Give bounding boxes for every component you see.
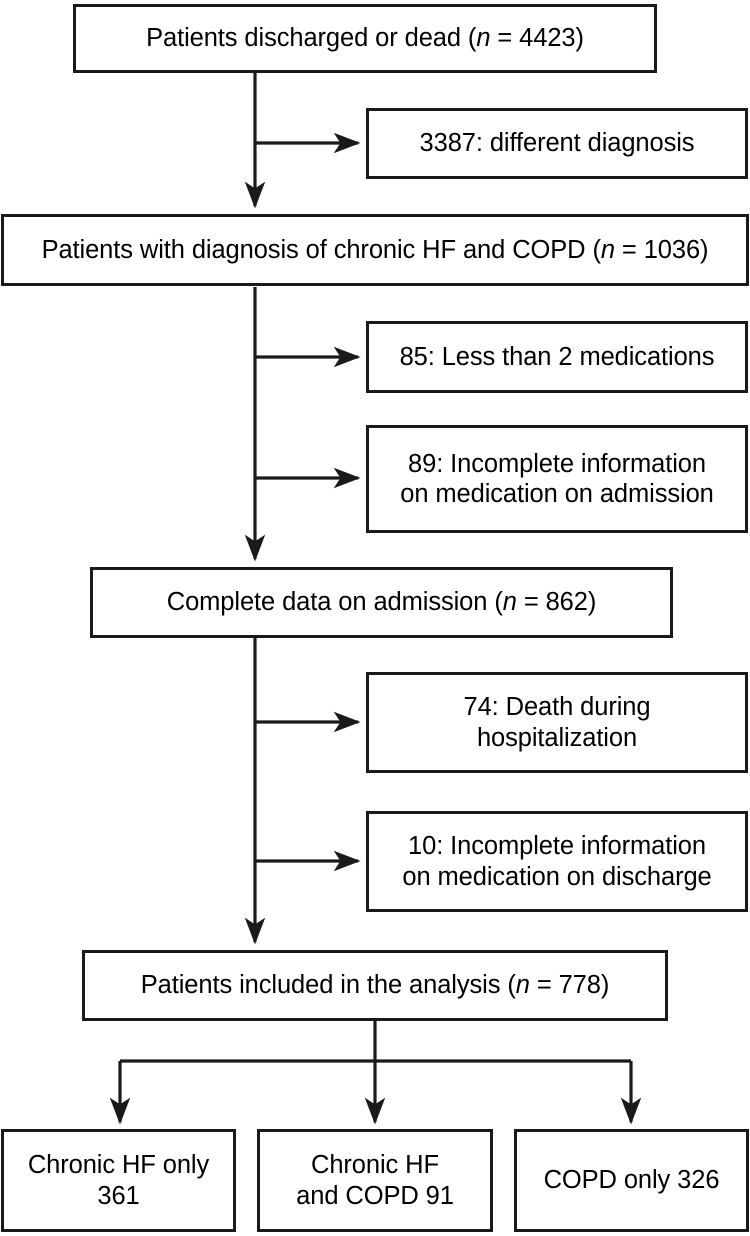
node-death-during-hospitalization[interactable]: 74: Death during hospitalization bbox=[366, 672, 748, 773]
node-label: 3387: different diagnosis bbox=[419, 129, 695, 158]
node-different-diagnosis[interactable]: 3387: different diagnosis bbox=[366, 108, 748, 179]
node-label: Chronic HF and COPD 91 bbox=[296, 1151, 454, 1210]
node-less-than-2-medications[interactable]: 85: Less than 2 medications bbox=[366, 321, 748, 393]
node-label: Patients discharged or dead (n = 4423) bbox=[146, 24, 584, 53]
node-label: 10: Incomplete information on medication… bbox=[402, 832, 712, 891]
node-incomplete-information-admission[interactable]: 89: Incomplete information on medication… bbox=[366, 425, 748, 533]
node-complete-data-on-admission[interactable]: Complete data on admission (n = 862) bbox=[90, 567, 673, 638]
node-label: 85: Less than 2 medications bbox=[399, 342, 715, 371]
node-chronic-hf-only[interactable]: Chronic HF only 361 bbox=[1, 1129, 236, 1232]
node-label: 74: Death during hospitalization bbox=[463, 693, 651, 752]
node-label: 89: Incomplete information on medication… bbox=[400, 449, 714, 508]
node-label: Patients included in the analysis (n = 7… bbox=[140, 971, 610, 1000]
node-label: Patients with diagnosis of chronic HF an… bbox=[41, 235, 709, 264]
node-label: Complete data on admission (n = 862) bbox=[166, 588, 597, 617]
node-chronic-hf-and-copd[interactable]: Chronic HF and COPD 91 bbox=[257, 1129, 493, 1232]
node-label: Chronic HF only 361 bbox=[27, 1151, 210, 1210]
node-patients-included-in-analysis[interactable]: Patients included in the analysis (n = 7… bbox=[82, 950, 668, 1021]
node-copd-only[interactable]: COPD only 326 bbox=[514, 1129, 749, 1232]
node-patients-with-diagnosis-hf-copd[interactable]: Patients with diagnosis of chronic HF an… bbox=[1, 214, 749, 286]
node-patients-discharged-or-dead[interactable]: Patients discharged or dead (n = 4423) bbox=[73, 4, 657, 73]
node-incomplete-information-discharge[interactable]: 10: Incomplete information on medication… bbox=[366, 811, 748, 912]
node-label: COPD only 326 bbox=[543, 1166, 720, 1195]
